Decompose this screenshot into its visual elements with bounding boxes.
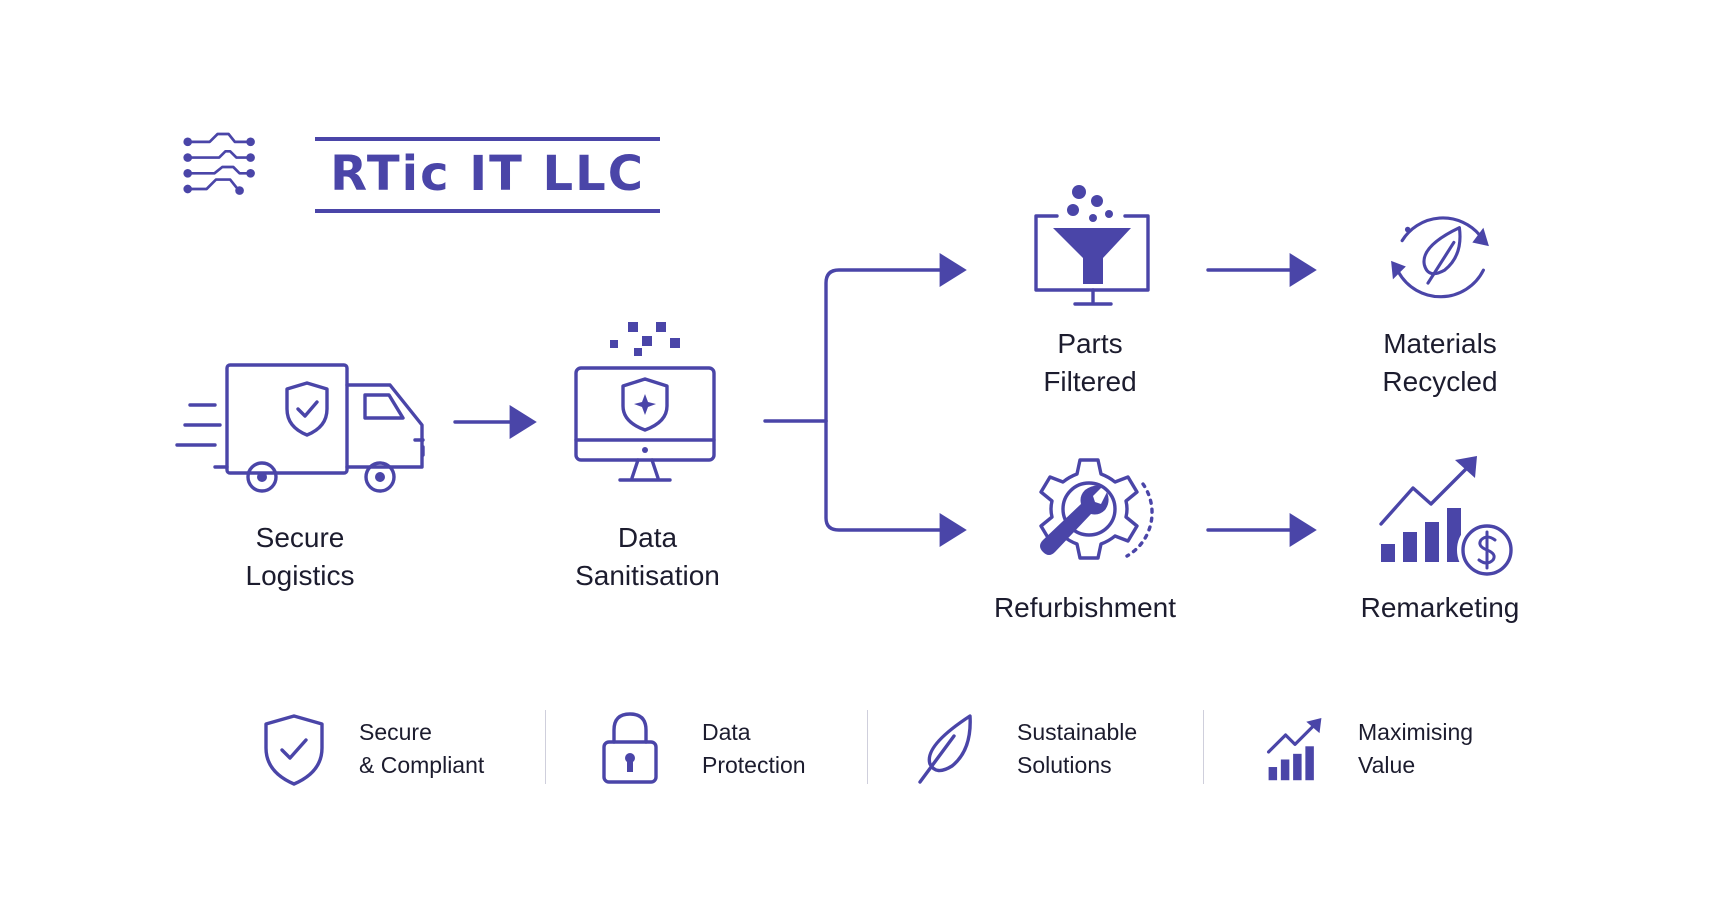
truck-shield-icon [175,363,425,493]
feature-divider [545,710,546,784]
gear-wrench-icon [1039,458,1154,560]
padlock-icon [602,712,658,784]
feature-secure-compliant-label: Secure & Compliant [359,719,485,778]
brand-name: RTic IT LLC [315,137,660,213]
shield-check-icon [264,714,324,786]
feature-data-protection-label: Data Protection [702,719,806,778]
feature-divider [867,710,868,784]
materials-recycled-label: Materials Recycled [1382,328,1498,397]
circuit-logo-icon [183,132,255,195]
feature-sustainable-solutions-label: Sustainable Solutions [1017,719,1138,778]
feature-maximising-value-label: Maximising Value [1358,719,1474,778]
funnel-monitor-icon [1034,185,1150,306]
branch-connector [824,253,967,423]
monitor-shield-icon [574,322,716,482]
recycle-leaf-icon [1391,216,1489,299]
data-sanitisation-label: Data Sanitisation [575,522,720,591]
refurbishment-label: Refurbishment [993,592,1177,623]
remarketing-label: Remarketing [1360,592,1520,623]
feature-divider [1203,710,1204,784]
branch-connector-lower [824,419,967,547]
parts-filtered-label: Parts Filtered [1043,328,1137,397]
secure-logistics-label: Secure Logistics [245,522,355,591]
leaf-icon [918,714,972,784]
growth-chart-icon [1266,718,1322,781]
growth-chart-dollar-icon [1379,456,1517,580]
